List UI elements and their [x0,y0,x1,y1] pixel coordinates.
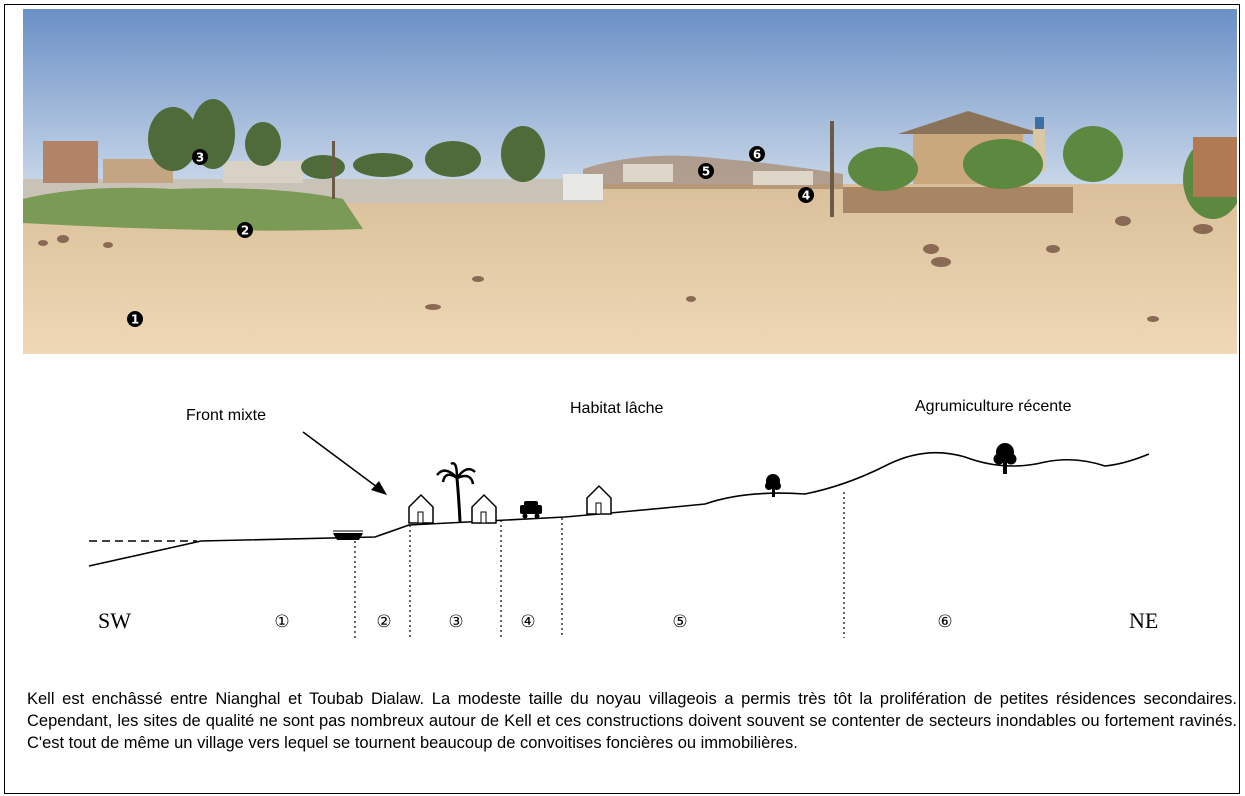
photo-marker-2: 2 [237,222,253,238]
landscape-photo: 1 2 3 4 5 6 [23,9,1237,354]
svg-text:1: 1 [131,313,139,327]
zone-separators [354,492,845,638]
zone-label-1: ① [274,612,289,632]
svg-text:4: 4 [802,189,810,203]
label-front-mixte: Front mixte [186,407,266,424]
photo-marker-5: 5 [698,163,714,179]
palm-tree-icon [436,462,476,523]
zone-label-5: ⑤ [672,612,687,632]
tree-icon [765,474,781,497]
direction-ne: NE [1129,608,1158,633]
house-icon [471,493,497,524]
house-icon [408,493,434,524]
boat-icon [333,530,363,540]
figure-caption: Kell est enchâssé entre Nianghal et Toub… [27,690,1237,752]
photo-marker-4: 4 [798,187,814,203]
photo-marker-3: 3 [192,149,208,165]
cross-section-diagram: Front mixte Habitat lâche Agrumiculture … [5,360,1245,650]
car-icon [520,501,542,519]
label-agrumiculture: Agrumiculture récente [915,398,1072,415]
zone-label-4: ④ [520,612,535,632]
photo-marker-6: 6 [749,146,765,162]
svg-text:6: 6 [753,148,761,162]
ground-profile [88,451,1150,567]
photo-marker-1: 1 [127,311,143,327]
tree-icon [993,443,1017,474]
zone-label-3: ③ [448,612,463,632]
label-habitat-lache: Habitat lâche [570,400,663,417]
svg-text:3: 3 [196,151,204,165]
arrow-to-front [302,431,387,495]
direction-sw: SW [98,608,131,633]
svg-text:2: 2 [241,224,249,238]
zone-label-6: ⑥ [937,612,952,632]
house-icon [586,484,612,515]
svg-text:5: 5 [702,165,710,179]
zone-label-2: ② [376,612,391,632]
figure-frame: 1 2 3 4 5 6 [4,4,1240,794]
